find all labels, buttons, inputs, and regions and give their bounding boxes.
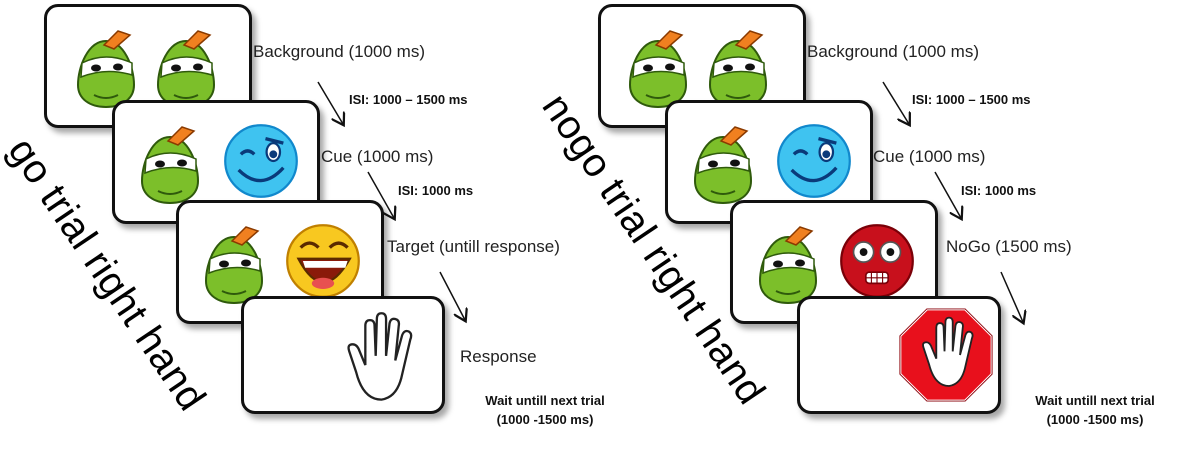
hand-outline-icon [347, 312, 413, 401]
go-arrow-1 [317, 81, 343, 124]
laughing-yellow-smiley-icon [285, 223, 361, 299]
nogo-response-panel [797, 296, 1001, 414]
go-response-panel [241, 296, 445, 414]
go-background-label: Background (1000 ms) [253, 42, 425, 61]
nogo-background-label: Background (1000 ms) [807, 42, 979, 61]
go-isi1-label: ISI: 1000 – 1500 ms [349, 92, 468, 107]
nogo-wait-line1: Wait untill next trial [1035, 393, 1155, 408]
go-wait-line2: (1000 -1500 ms) [496, 412, 594, 427]
green-blob-character-icon [77, 30, 135, 108]
stop-sign-hand-icon [898, 307, 994, 403]
go-wait-line1: Wait untill next trial [485, 393, 605, 408]
green-blob-character-icon [694, 126, 752, 204]
nogo-wait-text: Wait untill next trial (1000 -1500 ms) [1010, 391, 1180, 429]
green-blob-character-icon [157, 30, 215, 108]
nogo-arrow-3 [1000, 271, 1023, 322]
winking-blue-smiley-icon [223, 123, 299, 199]
nogo-cue-label: Cue (1000 ms) [873, 147, 986, 166]
nogo-isi2-label: ISI: 1000 ms [961, 183, 1037, 198]
green-blob-character-icon [205, 226, 263, 304]
go-wait-text: Wait untill next trial (1000 -1500 ms) [460, 391, 630, 429]
winking-blue-smiley-icon [776, 123, 852, 199]
nogo-arrow-1 [882, 81, 909, 124]
green-blob-character-icon [141, 126, 199, 204]
green-blob-character-icon [629, 30, 687, 108]
go-cue-label: Cue (1000 ms) [321, 147, 434, 166]
green-blob-character-icon [759, 226, 817, 304]
nogo-wait-line2: (1000 -1500 ms) [1046, 412, 1144, 427]
green-blob-character-icon [709, 30, 767, 108]
nogo-isi1-label: ISI: 1000 – 1500 ms [912, 92, 1031, 107]
nogo-arrow-2 [934, 171, 961, 218]
shocked-red-smiley-icon [840, 224, 914, 298]
nogo-target-label: NoGo (1500 ms) [946, 237, 1072, 256]
go-target-label: Target (untill response) [387, 237, 560, 256]
go-isi2-label: ISI: 1000 ms [398, 183, 474, 198]
go-response-label: Response [460, 347, 537, 366]
